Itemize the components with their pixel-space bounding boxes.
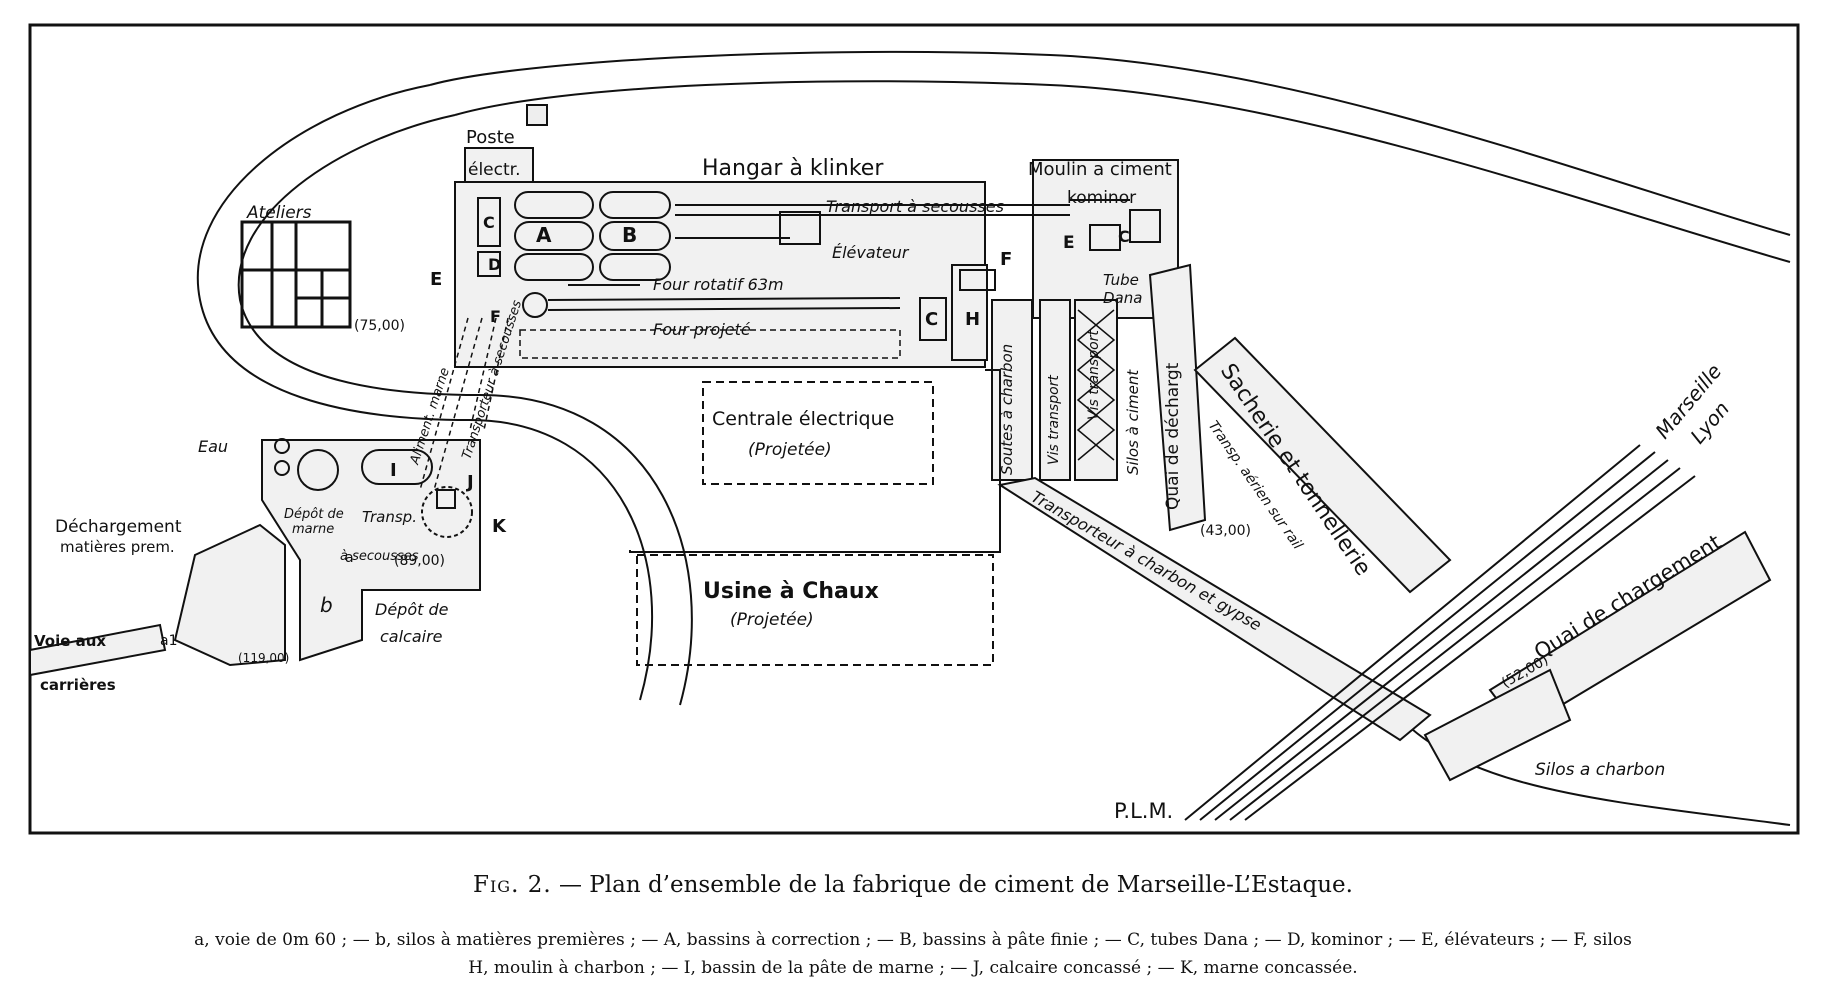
label-usine-2: (Projetée) (730, 610, 814, 630)
key-E2: E (1063, 233, 1075, 253)
label-vis-transport: Vis transport (1046, 375, 1062, 465)
label-quai-dechargt: Quai de déchargt (1163, 362, 1183, 510)
conveyor-vertical (991, 299, 1118, 481)
key-C2: C (925, 309, 938, 330)
label-dana: Dana (1103, 289, 1142, 307)
label-vis-transport-2: Vis transport (1086, 330, 1102, 420)
key-D: D (488, 255, 501, 274)
aliment-lines (419, 317, 509, 491)
label-depot-marne-1: Dépôt de (284, 507, 344, 522)
road-inner (454, 80, 1791, 263)
label-ateliers: Ateliers (246, 203, 312, 223)
voie-aux-carrieres (29, 623, 167, 677)
figure-legend-line-2: H, moulin à charbon ; — I, bassin de la … (468, 958, 1358, 978)
label-eau: Eau (198, 437, 228, 456)
label-transporteur: Transporteur à charbon et gypse (1028, 487, 1265, 635)
label-tube: Tube (1103, 271, 1139, 289)
key-b: b (320, 593, 333, 617)
label-voie-aux: Voie aux (34, 632, 106, 650)
small-square (526, 104, 548, 126)
key-F: F (490, 307, 501, 326)
poste-electrique (464, 147, 534, 183)
road-outer (429, 50, 1791, 236)
label-hangar: Hangar à klinker (702, 156, 884, 181)
key-a1: a1 (160, 633, 178, 649)
sacherie-building (1193, 336, 1452, 594)
raw-material-details (274, 438, 473, 538)
quai-dechargement (1148, 263, 1207, 532)
main-hall (454, 181, 986, 368)
key-J: J (465, 472, 474, 493)
usine-box (636, 554, 994, 666)
figure-number: Fig. 2. (473, 872, 552, 898)
key-C3: C (1118, 227, 1130, 246)
silos-charbon-box (1423, 668, 1572, 782)
label-elevateur: Élévateur (832, 243, 910, 262)
site-outline (629, 369, 1001, 553)
label-mat-prem: matières prem. (60, 538, 175, 556)
decharge-loop (173, 523, 286, 667)
label-alt-4300: (43,00) (1200, 523, 1251, 539)
river-outer (197, 84, 653, 701)
label-silos-ciment: Silos à ciment (1124, 369, 1142, 475)
centrale-box (702, 381, 934, 485)
river-inner (237, 114, 693, 706)
figure-caption-title: Fig. 2. — Plan d’ensemble de la fabrique… (0, 872, 1826, 898)
label-dechargement: Déchargement (55, 517, 182, 537)
four-projete (519, 329, 901, 359)
label-moulin: Moulin a ciment (1028, 159, 1172, 180)
label-secousses: à secousses (340, 549, 419, 564)
railway (1184, 444, 1696, 821)
key-F2: F (1000, 249, 1012, 270)
label-transp: Transp. (362, 508, 417, 526)
key-E: E (430, 269, 442, 290)
label-centrale-2: (Projetée) (748, 440, 832, 460)
label-plm: P.L.M. (1114, 799, 1173, 823)
label-soutes: Soutes à charbon (998, 344, 1016, 475)
key-A: A (536, 223, 552, 247)
label-electr: électr. (468, 160, 521, 180)
label-depot-calcaire-1: Dépôt de (375, 600, 449, 619)
key-H: H (965, 309, 980, 330)
figure-title: — Plan d’ensemble de la fabrique de cime… (558, 872, 1353, 898)
ateliers-block (240, 220, 352, 329)
kiln-lines (522, 199, 1161, 341)
label-four-rotatif: Four rotatif 63m (653, 275, 784, 294)
key-K: K (492, 516, 507, 537)
label-centrale-1: Centrale électrique (712, 408, 894, 430)
label-carrieres: carrières (40, 676, 116, 694)
river-lower (1384, 699, 1791, 826)
label-depot-calcaire-2: calcaire (380, 627, 443, 646)
basins (477, 191, 671, 281)
key-B: B (622, 223, 637, 247)
site-plan: Poste électr. Hangar à klinker Moulin a … (28, 23, 1800, 835)
transporteur-band (997, 476, 1432, 742)
figure-legend-line-1: a, voie de 0m 60 ; — b, silos à matières… (194, 930, 1632, 950)
label-poste: Poste (466, 127, 515, 148)
label-usine-1: Usine à Chaux (703, 579, 879, 604)
label-silos-charbon: Silos a charbon (1535, 760, 1665, 780)
lattice (1076, 309, 1116, 461)
label-kominor: kominor (1067, 188, 1136, 208)
label-transport-secousses: Transport à secousses (826, 197, 1004, 216)
key-a: a (345, 550, 354, 566)
label-alt-1900: (119,00) (238, 651, 289, 665)
plan-border (28, 23, 1800, 835)
label-depot-marne-2: marne (292, 522, 334, 537)
label-alt-7500: (75,00) (354, 318, 405, 334)
raw-material-block (261, 439, 481, 662)
label-alt-8900: (89,00) (394, 553, 445, 569)
key-I: I (390, 460, 397, 481)
key-C: C (483, 213, 495, 232)
label-four-projete: Four projeté (653, 320, 751, 339)
silos-charbon-H (951, 264, 988, 361)
